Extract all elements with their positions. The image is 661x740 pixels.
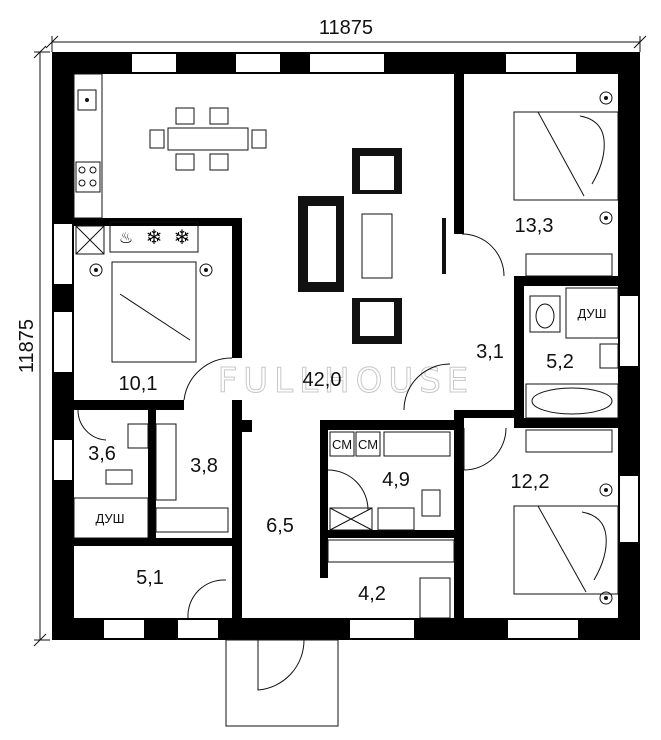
bed-ne	[461, 91, 619, 277]
dimension-top: 11875	[45, 17, 647, 52]
room-area-bedroom-se: 12,2	[511, 471, 550, 493]
shower-west-label: ДУШ	[95, 511, 124, 526]
washer-2	[355, 431, 381, 457]
room-area-living: 42,0	[303, 369, 342, 391]
svg-text:СМ: СМ	[332, 437, 352, 452]
shower-east	[565, 287, 619, 339]
closet-rail-w2	[155, 507, 229, 533]
bathtub	[525, 383, 619, 419]
snowflake-icon: ❄	[174, 225, 191, 249]
shower-east-label: ДУШ	[577, 306, 606, 321]
stove-icon	[75, 161, 101, 193]
dining-table	[149, 107, 267, 171]
room-area-entry-room: 5,1	[136, 567, 164, 589]
tv-icon	[442, 218, 446, 274]
room-area-utility: 4,9	[382, 469, 410, 491]
doors	[187, 363, 451, 619]
room-area-bath-east: 5,2	[546, 351, 574, 373]
washer-1	[329, 431, 355, 457]
room-area-bedroom-ne: 13,3	[515, 215, 554, 237]
room-area-corridor: 6,5	[266, 515, 294, 537]
storage-rail	[327, 539, 455, 563]
entrance-porch	[225, 639, 339, 727]
fridge-freezer	[109, 221, 199, 253]
wardrobe-ne	[525, 253, 613, 277]
dimension-width-label: 11875	[319, 17, 373, 39]
kitchen-counter: ♨ ❄ ❄	[73, 73, 199, 255]
room-area-closet-w: 3,8	[190, 455, 218, 477]
flame-icon: ♨	[119, 228, 133, 247]
sink-icon	[77, 89, 97, 111]
exterior-walls	[52, 52, 640, 640]
dimension-left: 11875	[16, 45, 50, 647]
living-furniture	[298, 148, 446, 344]
coffee-table	[361, 213, 393, 279]
watermark: FULLHOUSE	[218, 361, 475, 401]
utility-fixtures: СМ СМ	[327, 431, 455, 619]
bed-w	[89, 261, 233, 401]
interior-walls	[74, 74, 618, 618]
bath-east: ДУШ	[525, 287, 619, 419]
room-area-bedroom-w: 10,1	[119, 373, 158, 395]
room-area-storage-s: 4,2	[358, 583, 386, 605]
room-area-hall-east: 3,1	[476, 341, 504, 363]
closet-rail-w	[155, 423, 177, 501]
svg-text:СМ: СМ	[358, 437, 378, 452]
bed-se	[463, 427, 619, 605]
snowflake-icon: ❄	[146, 225, 163, 249]
dimension-height-label: 11875	[16, 319, 38, 373]
bath-w: ДУШ	[73, 409, 229, 539]
wardrobe-se	[525, 429, 613, 453]
room-labels: 42,0 13,3 3,1 5,2 12,2 10,1 3,6 3,8 6,5 …	[88, 215, 574, 605]
shower-west	[73, 497, 149, 539]
room-area-bath-w: 3,6	[88, 443, 116, 465]
